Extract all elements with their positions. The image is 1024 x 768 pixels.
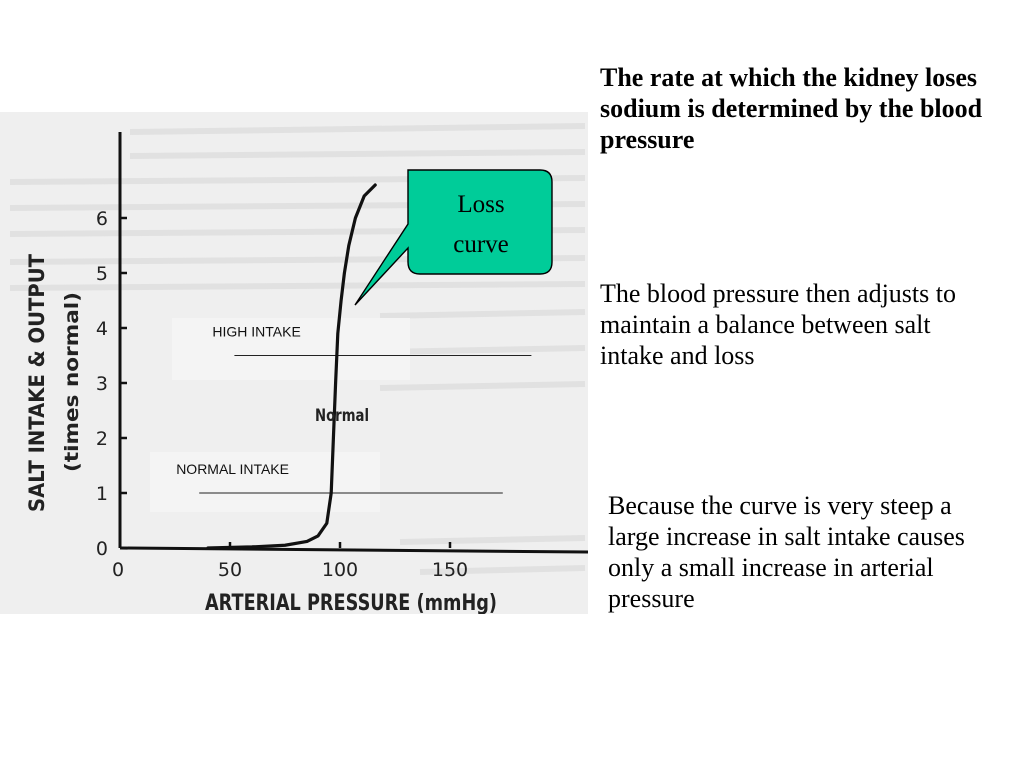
reference-lines: HIGH INTAKE NORMAL INTAKE: [176, 324, 532, 494]
loss-curve-group: [206, 183, 377, 550]
loss-curve-point: [337, 332, 339, 335]
loss-curve-point: [334, 382, 337, 384]
y-tick-label: 3: [96, 373, 108, 395]
loss-curve-point: [343, 272, 346, 274]
x-axis-line: [119, 546, 588, 554]
loss-curve-point: [340, 299, 342, 302]
y-axis-label-line1: SALT INTAKE & OUTPUT: [25, 253, 49, 512]
label-backdrop: [172, 318, 410, 380]
callout-label-line1: Loss: [457, 191, 504, 218]
label-backdrop: [150, 452, 380, 512]
y-tick-label: 2: [96, 428, 108, 450]
y-tick-label: 1: [96, 483, 108, 505]
loss-curve-point: [207, 547, 209, 549]
paragraph-balance: The blood pressure then adjusts to maint…: [600, 279, 956, 370]
loss-curve-point: [306, 540, 308, 543]
loss-curve-point: [317, 535, 319, 537]
loss-curve-callout: Loss curve: [354, 169, 553, 306]
y-tick-label: 4: [96, 318, 108, 340]
intake-reference-label: HIGH INTAKE: [212, 324, 300, 340]
y-axis-label-line2: (times normal): [61, 292, 83, 472]
loss-curve-point: [330, 492, 333, 494]
chart-figure: 0 1 2 3 4 5 6 0 50 100 150 HIGH INTAKE NORMAL INTAK…: [0, 112, 588, 614]
loss-curve-point: [332, 437, 335, 439]
y-tick-label: 5: [96, 263, 108, 285]
loss-curve-point: [251, 546, 253, 548]
callout-bubble: [354, 169, 553, 306]
normal-point-label: Normal: [315, 406, 369, 426]
loss-curve-point: [348, 244, 350, 247]
loss-curve-point: [363, 195, 366, 197]
x-axis-label: ARTERIAL PRESSURE (mmHg): [205, 591, 497, 614]
axes: 0 1 2 3 4 5 6 0 50 100 150: [96, 132, 588, 581]
loss-curve-point: [374, 184, 377, 186]
paragraph-steep-curve: Because the curve is very steep a large …: [608, 491, 965, 613]
intake-reference-label: NORMAL INTAKE: [176, 461, 289, 477]
x-tick-label: 50: [218, 559, 242, 581]
loss-curve-point: [326, 522, 328, 525]
y-tick-label: 0: [96, 538, 108, 560]
x-tick-label: 150: [432, 559, 468, 581]
scan-texture: [9, 123, 586, 575]
loss-curve-line: [206, 183, 377, 550]
slide-heading: The rate at which the kidney loses sodiu…: [600, 63, 983, 154]
y-tick-label: 6: [96, 208, 108, 230]
loss-curve-point: [354, 217, 357, 219]
callout-label-line2: curve: [453, 231, 509, 258]
loss-curve-point: [284, 544, 286, 547]
x-tick-label: 0: [112, 559, 124, 581]
x-tick-label: 100: [322, 559, 358, 581]
chart-svg: 0 1 2 3 4 5 6 0 50 100 150 HIGH INTAKE NORMAL INTAK…: [9, 123, 588, 614]
